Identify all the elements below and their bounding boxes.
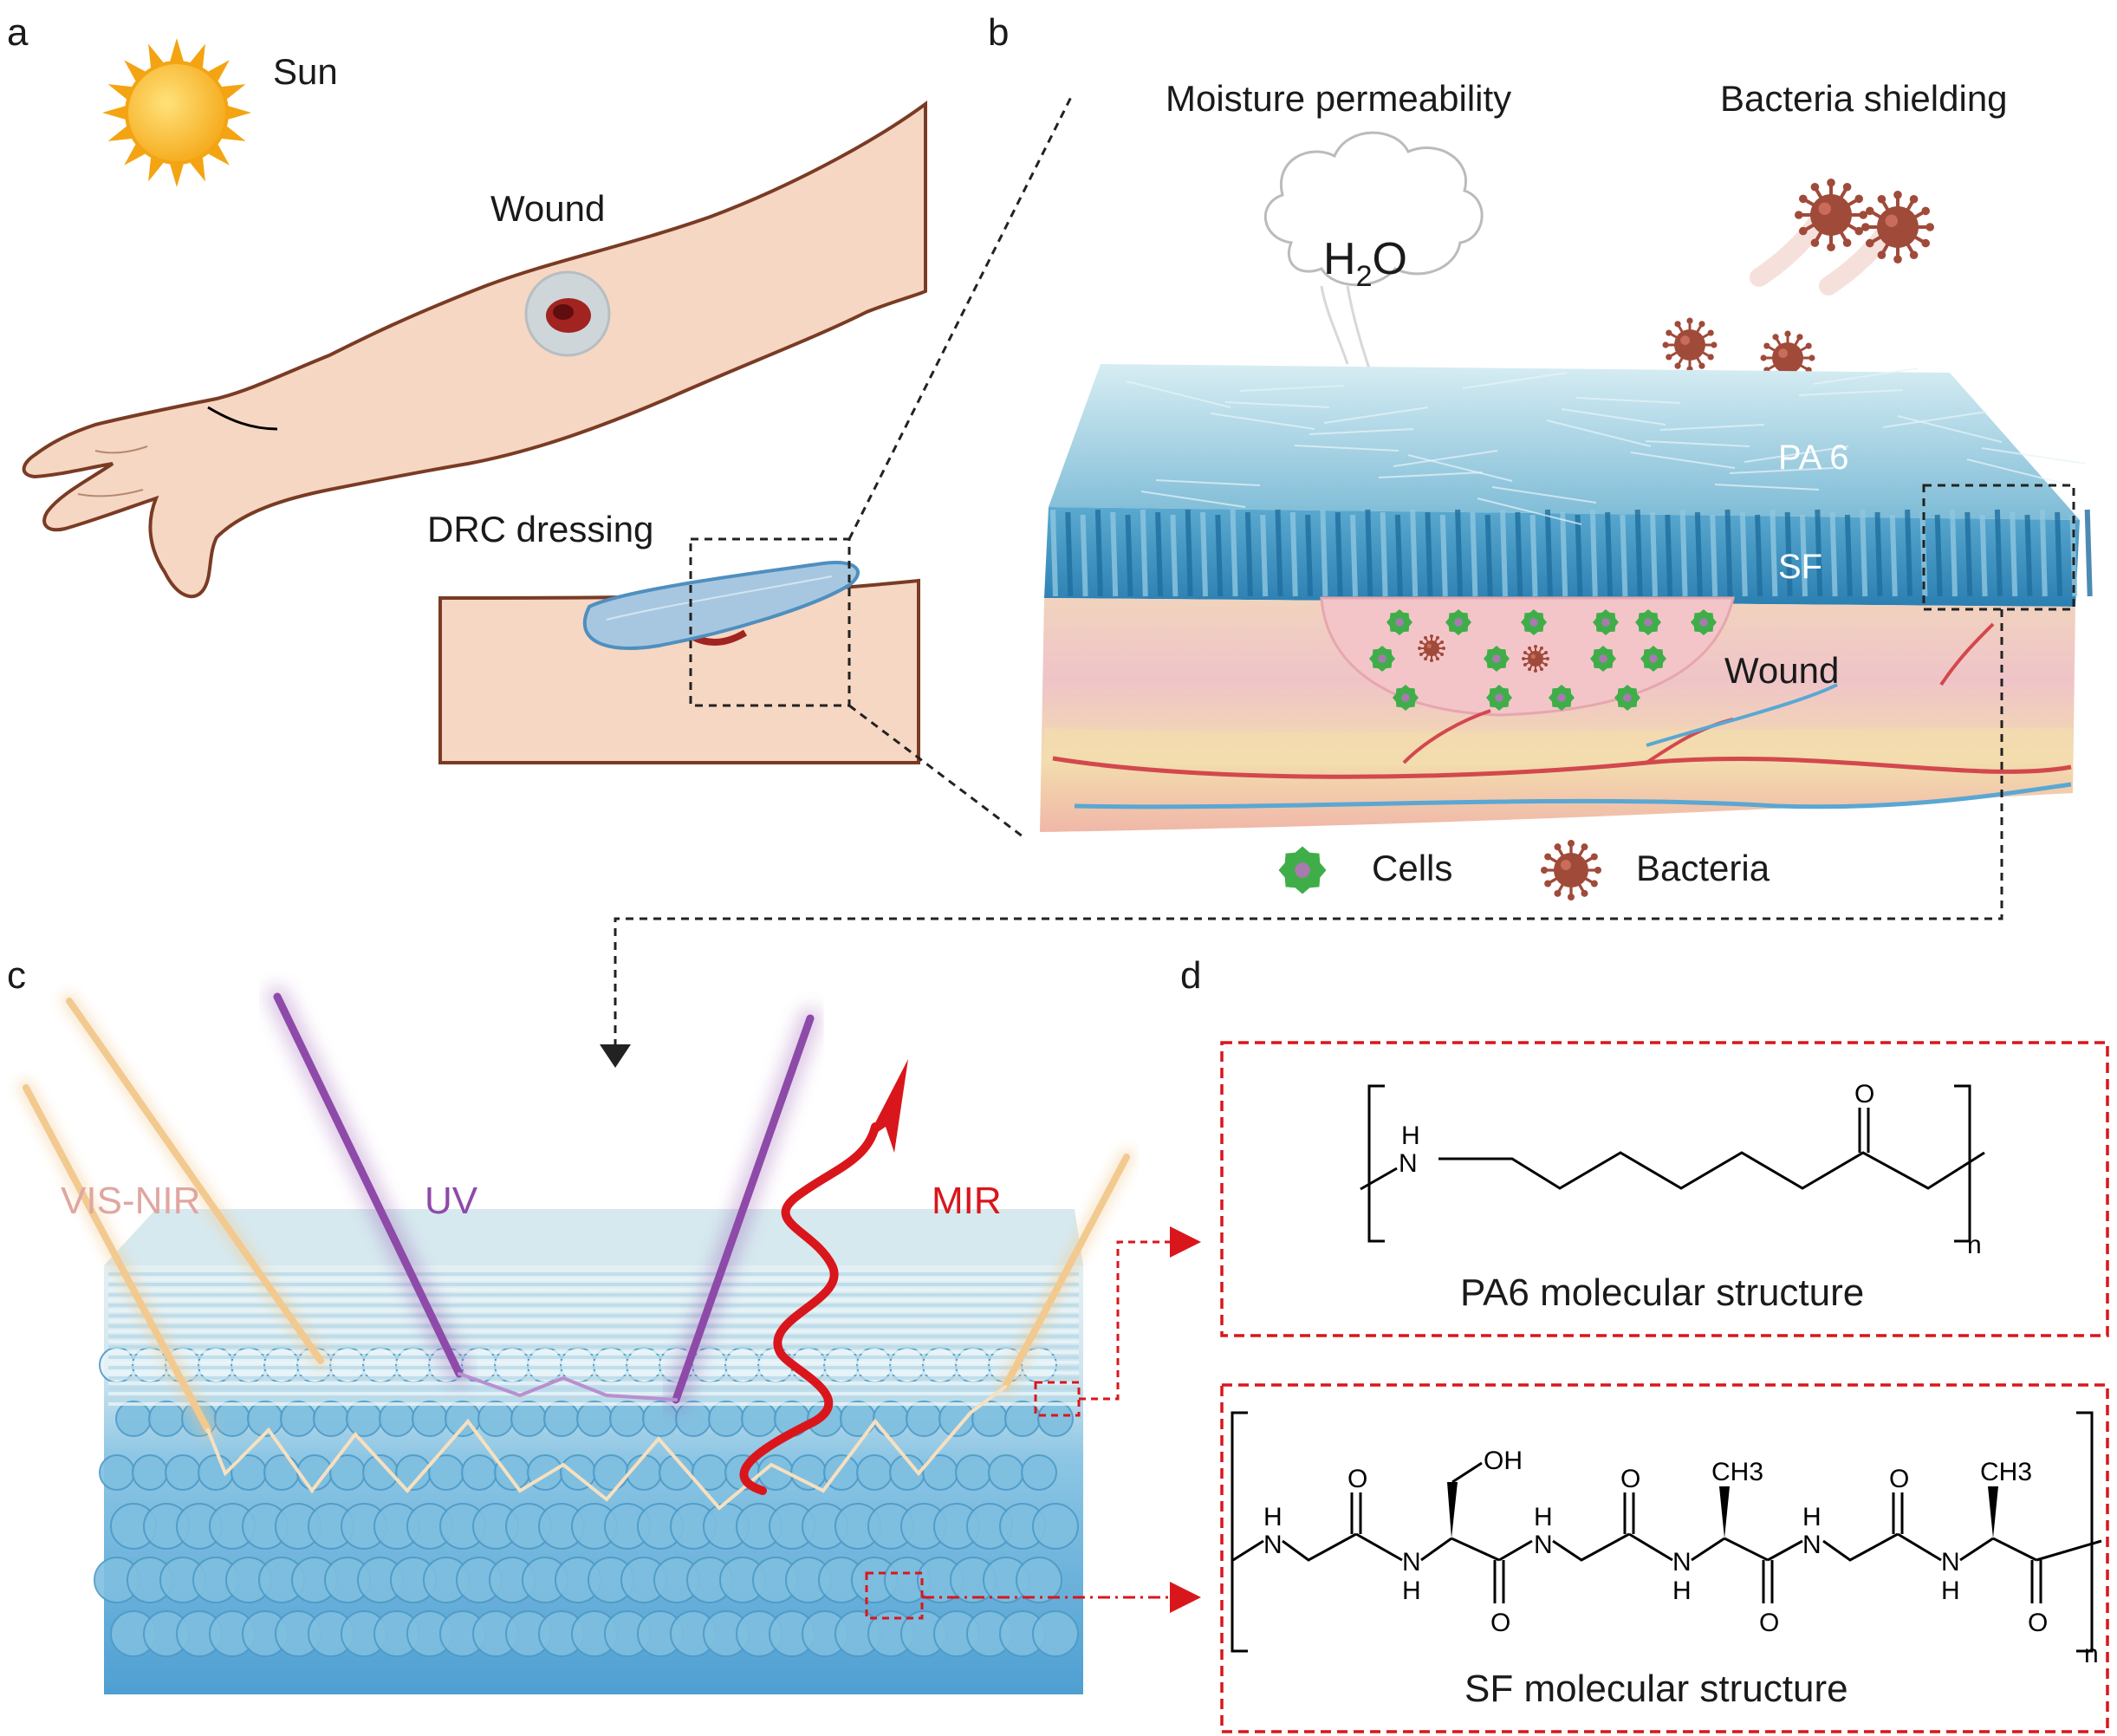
cell-icon xyxy=(1486,685,1512,711)
sf-callout-box xyxy=(865,1571,924,1620)
bacteria-trail xyxy=(1819,224,1894,296)
legend-cells-label: Cells xyxy=(1372,848,1452,888)
svg-text:N: N xyxy=(1941,1548,1960,1577)
dressing-patch xyxy=(582,561,860,650)
bacterium-icon xyxy=(1861,191,1934,264)
zoom-connector xyxy=(614,609,2003,1049)
h2o-cloud xyxy=(1263,131,1484,369)
uv-beams xyxy=(266,985,821,1411)
svg-text:N: N xyxy=(1263,1531,1283,1559)
bacterium-icon xyxy=(1795,179,1867,252)
pa6-molecule: H N O n xyxy=(1360,1080,1985,1259)
vis-nir-label: VIS-NIR xyxy=(61,1180,200,1222)
bacteria-shielding-label: Bacteria shielding xyxy=(1720,78,2008,119)
mir-wave xyxy=(739,1059,908,1495)
sun-label: Sun xyxy=(273,51,338,92)
svg-text:n: n xyxy=(1967,1231,1982,1259)
svg-text:N: N xyxy=(1402,1548,1421,1577)
wound-on-arm xyxy=(524,270,611,357)
bacterium-icon xyxy=(1541,840,1601,901)
panel-label-b: b xyxy=(988,11,1009,54)
legend-cells-icon xyxy=(1278,846,1327,894)
pa6-structure-caption: PA6 molecular structure xyxy=(1460,1271,1864,1314)
svg-text:O: O xyxy=(1347,1465,1367,1493)
svg-text:O: O xyxy=(1889,1465,1909,1493)
cell-icon xyxy=(1635,609,1661,635)
cell-icon xyxy=(1484,646,1510,672)
mir-label: MIR xyxy=(932,1180,1002,1222)
svg-text:n: n xyxy=(2084,1640,2099,1668)
uv-label: UV xyxy=(425,1180,478,1222)
cell-icon xyxy=(1549,685,1575,711)
bacterium-icon xyxy=(1418,634,1445,662)
panel-label-c: c xyxy=(7,954,26,997)
svg-text:H: H xyxy=(1263,1503,1283,1531)
zoom-box-b xyxy=(1922,484,2075,611)
sf-molecule: H N O N H OH O H N O N H CH3 O H N xyxy=(1231,1411,2102,1668)
svg-text:N: N xyxy=(1672,1548,1692,1577)
sf-layer-label: SF xyxy=(1778,548,1822,586)
cell-icon xyxy=(1691,609,1717,635)
dressing-layers-block xyxy=(1040,364,2093,832)
cell-icon xyxy=(1369,646,1395,672)
sun-icon xyxy=(102,38,251,187)
legend-bacteria-label: Bacteria xyxy=(1636,848,1770,888)
arm-illustration xyxy=(22,101,927,599)
cell-icon xyxy=(1386,609,1412,635)
svg-text:O: O xyxy=(1759,1609,1779,1637)
svg-text:H: H xyxy=(1941,1577,1960,1605)
bacteria-trail xyxy=(1750,216,1825,287)
sf-structure-caption: SF molecular structure xyxy=(1464,1668,1848,1710)
pa6-callout-arrow xyxy=(1079,1226,1201,1401)
svg-text:N: N xyxy=(1534,1531,1553,1559)
bacterium-icon xyxy=(1662,317,1718,373)
svg-text:H: H xyxy=(1402,1577,1421,1605)
legend-bacteria-icon xyxy=(1541,840,1601,901)
svg-text:O: O xyxy=(1490,1609,1510,1637)
sf-structure-box xyxy=(1220,1383,2109,1733)
svg-text:N: N xyxy=(1802,1531,1822,1559)
wound-label-a: Wound xyxy=(490,188,605,229)
zoom-line-bottom xyxy=(848,704,1023,838)
svg-text:H: H xyxy=(1802,1503,1822,1531)
svg-text:O: O xyxy=(1854,1080,1874,1109)
zoom-arrow-head xyxy=(600,1044,631,1068)
bacterium-icon xyxy=(1522,645,1549,673)
svg-text:O: O xyxy=(2028,1609,2048,1637)
cell-icon xyxy=(1614,685,1640,711)
pa6-callout-box xyxy=(1034,1381,1081,1417)
svg-text:H: H xyxy=(1534,1503,1553,1531)
svg-text:O: O xyxy=(1620,1465,1640,1493)
pa6-layer-label: PA 6 xyxy=(1778,439,1849,477)
cell-icon xyxy=(1393,685,1419,711)
moisture-permeability-label: Moisture permeability xyxy=(1166,78,1511,119)
cell-icon xyxy=(1278,846,1327,894)
svg-text:CH3: CH3 xyxy=(1980,1458,2032,1486)
cell-icon xyxy=(1521,609,1547,635)
cell-icon xyxy=(1590,646,1616,672)
panel-label-d: d xyxy=(1180,954,1201,997)
cell-icon xyxy=(1593,609,1619,635)
h2o-label: H2O xyxy=(1323,234,1407,293)
svg-text:N: N xyxy=(1399,1149,1418,1178)
svg-text:H: H xyxy=(1672,1577,1692,1605)
svg-text:OH: OH xyxy=(1484,1447,1523,1475)
svg-text:CH3: CH3 xyxy=(1711,1458,1763,1486)
cell-icon xyxy=(1640,646,1666,672)
cell-icon xyxy=(1445,609,1471,635)
pa6-structure-box xyxy=(1220,1041,2109,1337)
bacteria-group xyxy=(1662,179,1934,386)
zoom-box-a xyxy=(689,537,851,707)
vis-nir-beams xyxy=(16,992,1136,1511)
dressing-label: DRC dressing xyxy=(427,509,653,549)
cells-group xyxy=(1369,609,1717,711)
svg-text:H: H xyxy=(1401,1122,1420,1150)
panel-label-a: a xyxy=(7,11,29,54)
wound-label-b: Wound xyxy=(1724,650,1839,691)
